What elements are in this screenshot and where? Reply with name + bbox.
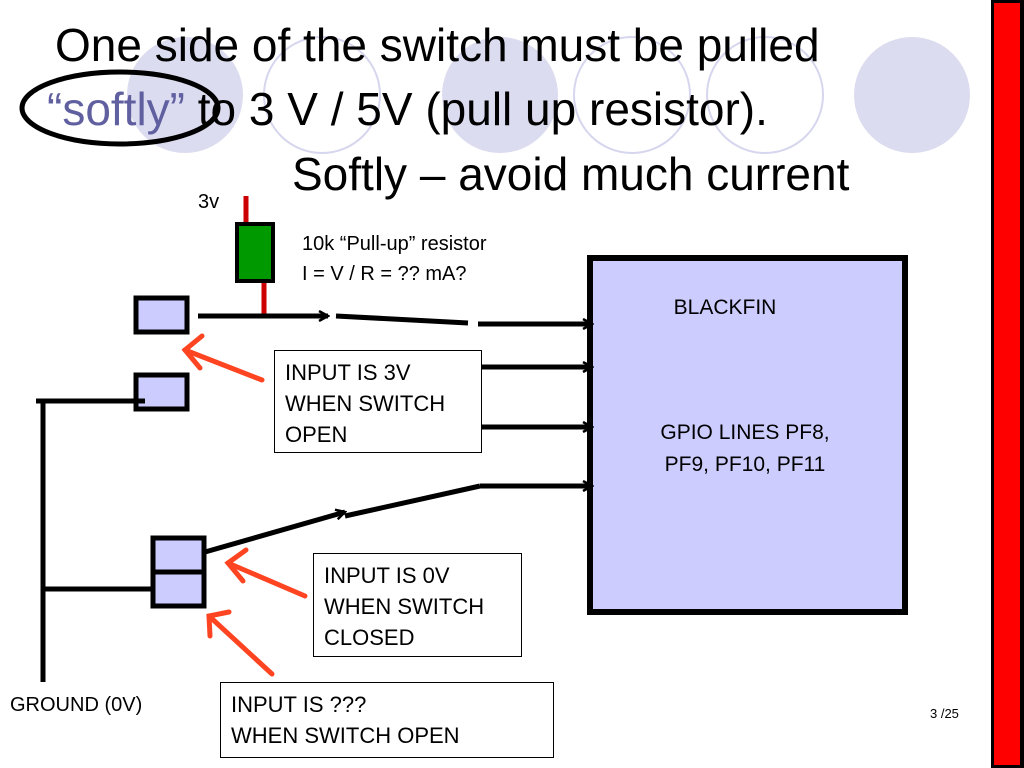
- red-arrow-3: [206, 609, 275, 677]
- title-line-1: One side of the switch must be pulled: [55, 19, 820, 71]
- red-arrow-1: [181, 333, 265, 383]
- callout-line: INPUT IS 3V: [285, 360, 411, 385]
- bg-circle: [573, 36, 691, 154]
- resistor-label-line2: I = V / R = ?? mA?: [302, 263, 467, 285]
- pullup-resistor: [235, 222, 275, 283]
- red-arrow-2: [224, 547, 308, 599]
- callout-input-unknown: INPUT IS ??? WHEN SWITCH OPEN: [220, 682, 554, 758]
- ground-label: GROUND (0V): [10, 694, 143, 716]
- wire-open-switch-blade: [335, 313, 469, 326]
- callout-line: WHEN SWITCH: [324, 594, 485, 619]
- switch3-bottom-contact: [150, 569, 207, 609]
- resistor-label-line1: 10k “Pull-up” resistor: [302, 233, 487, 255]
- title-line-2-rest: to 3 V / 5V (pull up resistor).: [185, 83, 768, 135]
- wire-closed-switch-continue: [344, 483, 481, 519]
- background-circles: [127, 36, 970, 154]
- bg-circle: [127, 37, 243, 153]
- callout-line: OPEN: [285, 422, 348, 447]
- title-line-3: Softly – avoid much current: [292, 148, 850, 200]
- bg-circle: [442, 37, 558, 153]
- gpio-line2: PF9, PF10, PF11: [664, 453, 826, 476]
- page-number: 3 /25: [930, 706, 959, 721]
- callout-input-0v: INPUT IS 0V WHEN SWITCH CLOSED: [313, 553, 522, 657]
- callout-line: INPUT IS 0V: [324, 563, 450, 588]
- blackfin-chip: [587, 255, 908, 615]
- callout-line: WHEN SWITCH OPEN: [231, 723, 460, 748]
- softly-word: “softly”: [47, 83, 185, 135]
- callout-line: WHEN SWITCH: [285, 391, 446, 416]
- switch3-top-contact: [150, 535, 207, 575]
- gpio-line1: GPIO LINES PF8,: [660, 421, 830, 444]
- bg-circle: [263, 36, 381, 154]
- wire-closed-switch: [204, 512, 345, 555]
- callout-line: CLOSED: [324, 625, 415, 650]
- softly-highlight-ellipse: [19, 69, 221, 147]
- switch1-contact: [133, 295, 190, 335]
- supply-label: 3v: [198, 191, 220, 213]
- switch2-contact: [133, 372, 190, 412]
- title-line-2: “softly” to 3 V / 5V (pull up resistor).: [47, 80, 768, 138]
- bg-circle: [706, 36, 824, 154]
- sidebar-red-bar: [994, 3, 1020, 765]
- bg-circle: [854, 37, 970, 153]
- callout-line: INPUT IS ???: [231, 692, 367, 717]
- chip-name: BLACKFIN: [673, 296, 777, 319]
- callout-input-3v: INPUT IS 3V WHEN SWITCH OPEN: [274, 350, 482, 453]
